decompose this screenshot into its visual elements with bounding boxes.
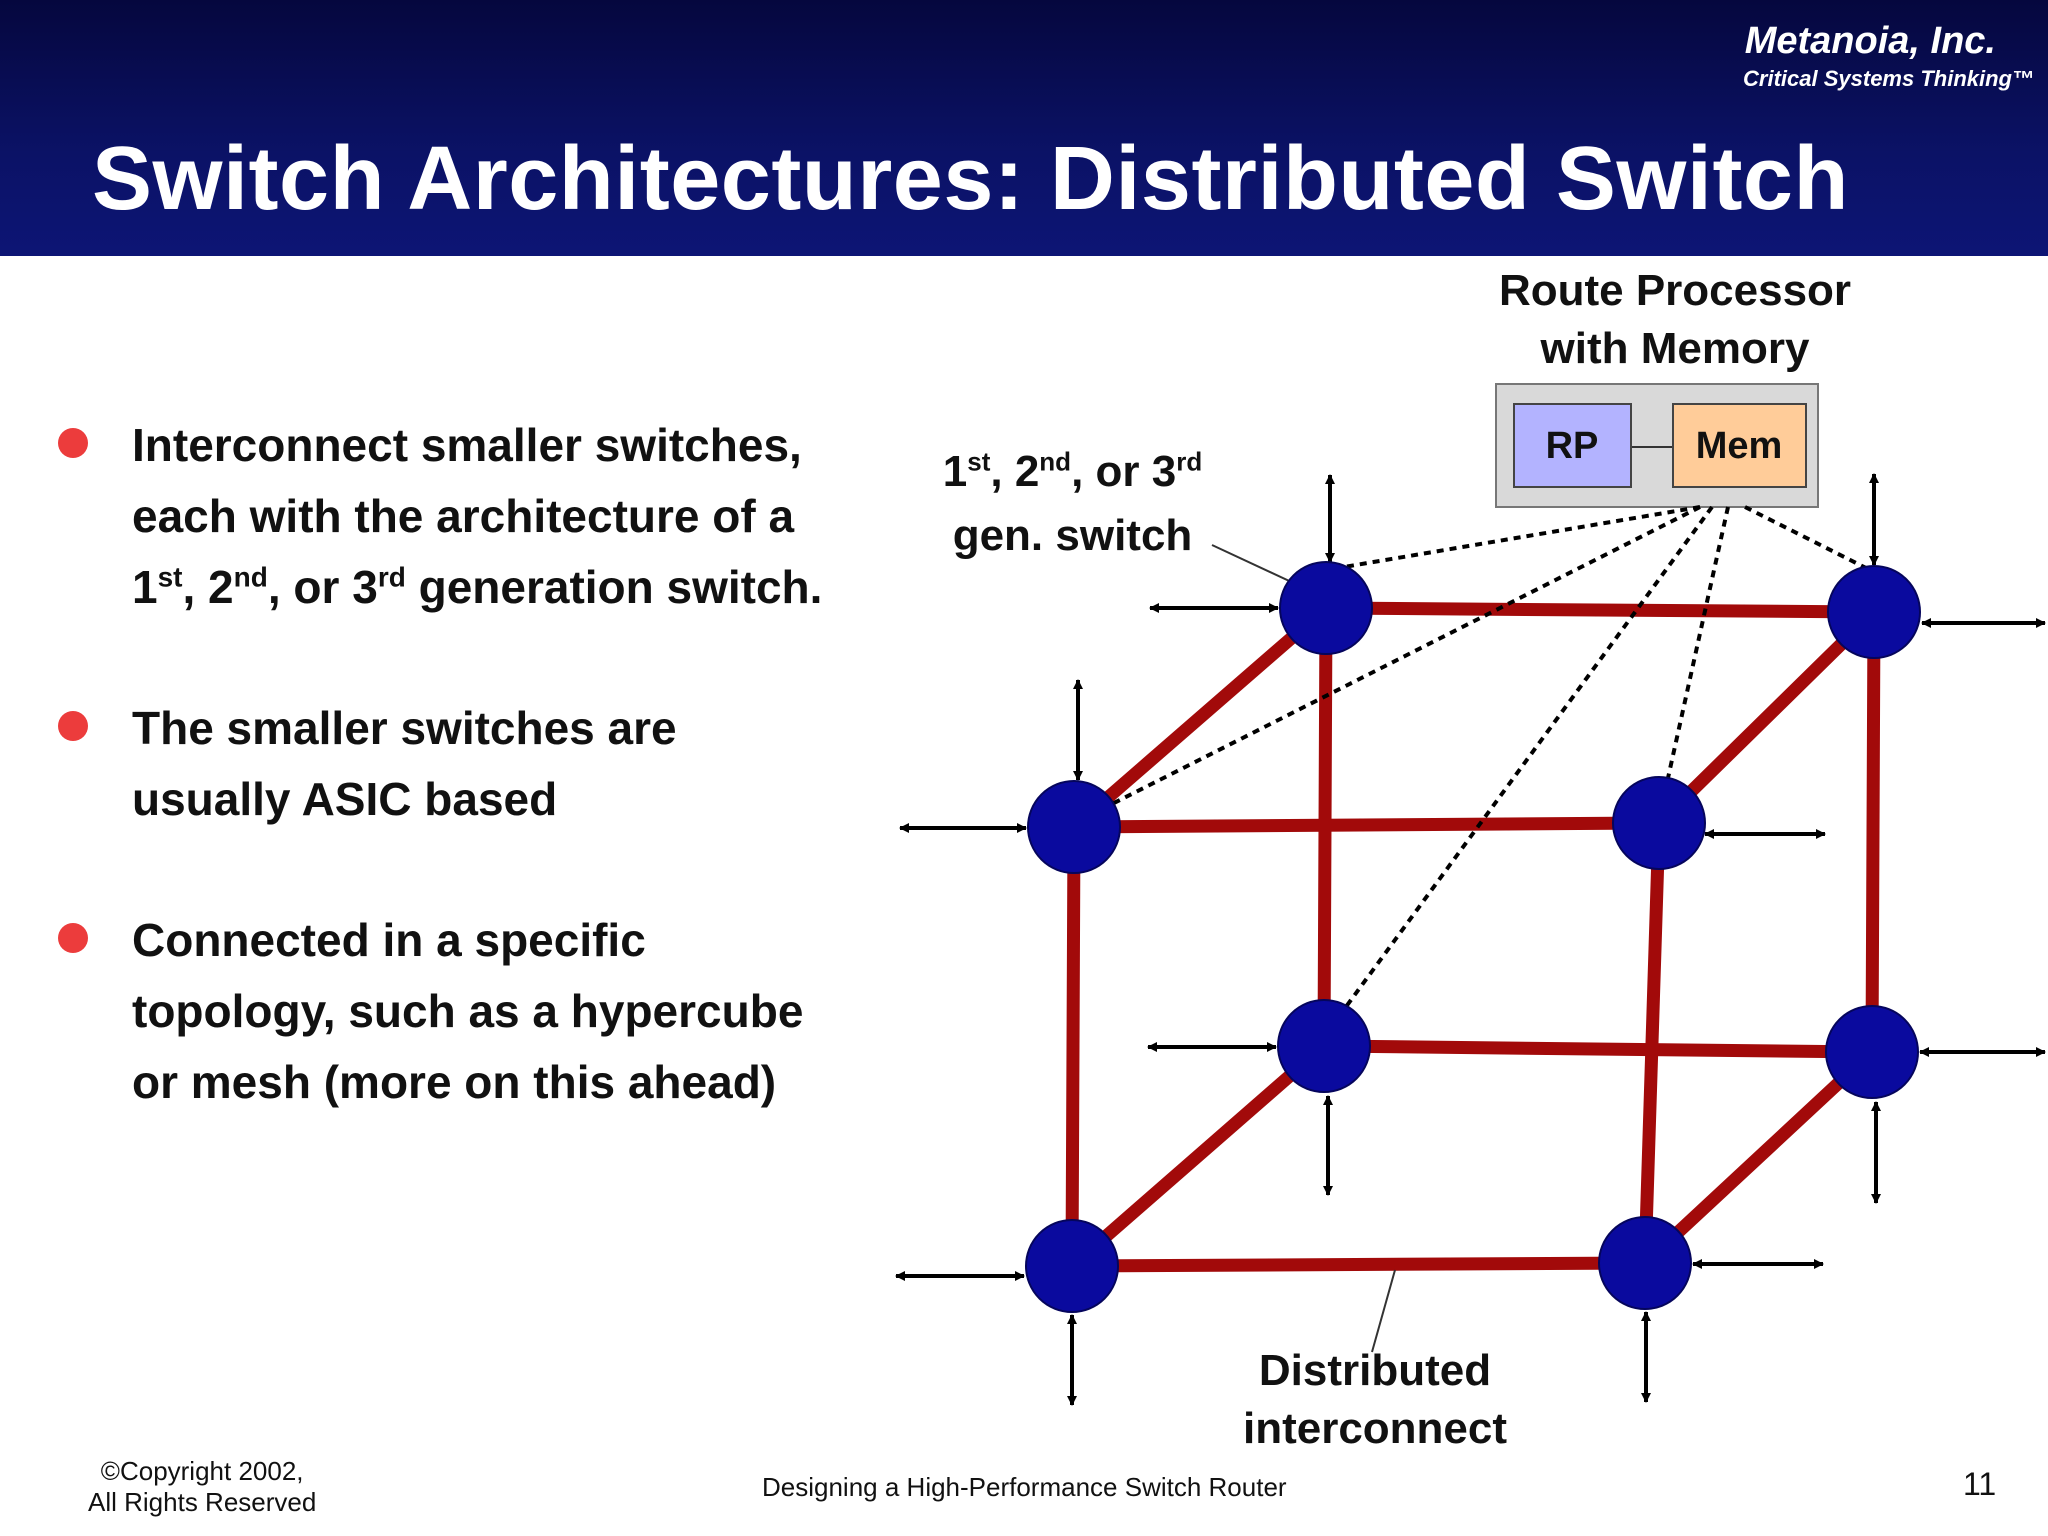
switch-node [1277,999,1371,1093]
copyright-line: All Rights Reserved [88,1487,317,1517]
slide-title: Switch Architectures: Distributed Switch [92,129,1849,229]
rp-label: RP [1546,425,1599,467]
link [1638,816,1666,1270]
bullet-item: Interconnect smaller switches, each with … [56,410,916,623]
switch-label: 1st, 2nd, or 3rd gen. switch [900,440,1245,568]
rp-box [1513,403,1632,488]
footer-title: Designing a High-Performance Switch Rout… [762,1472,1287,1502]
superscript: rd [1176,446,1203,477]
link [1638,1045,1879,1270]
interconnect-callout-line [1371,1269,1396,1353]
io-arrows [895,473,2046,1406]
switch-label-line: 1st, 2nd, or 3rd [942,446,1203,496]
switch-callout-line [1211,544,1301,587]
mem-box [1672,403,1807,488]
title-bar: Metanoia, Inc. Critical Systems Thinking… [0,0,2048,256]
bullet-dot-icon [58,428,88,458]
control-line [1325,505,1701,572]
company-tagline: Critical Systems Thinking™ [1743,66,2034,91]
bullet-line: topology, such as a hypercube [132,985,804,1037]
cube-links [1065,601,1881,1273]
bullet-line: usually ASIC based [132,773,558,825]
switch-node [1279,561,1373,655]
bullet-line: Connected in a specific [132,914,646,966]
route-processor-title-line: Route Processor [1498,266,1852,315]
interconnect-label: Distributed interconnect [1170,1342,1580,1458]
route-processor-title-line: with Memory [1540,324,1810,373]
bullet-text: Interconnect smaller switches, each with … [132,410,916,623]
superscript: st [967,446,991,477]
copyright: ©Copyright 2002, All Rights Reserved [88,1456,316,1518]
bullet-item: Connected in a specific topology, such as… [56,905,916,1118]
bullet-text: The smaller switches are usually ASIC bas… [132,693,916,835]
link [1865,605,1881,1059]
switch-node [1027,780,1121,874]
switch-nodes [1025,561,1921,1313]
page-number: 11 [1963,1466,1997,1502]
superscript: st [157,561,183,593]
control-line [1744,505,1875,574]
switch-node [1025,1219,1119,1313]
control-line [1109,505,1701,807]
route-processor-title: Route Processor with Memory [1450,262,1900,378]
bullet-line: 1st, 2nd, or 3rd generation switch. [132,561,823,613]
link [1065,820,1081,1273]
superscript: nd [1039,446,1072,477]
bullet-line: or mesh (more on this ahead) [132,1056,777,1108]
superscript: nd [233,561,268,593]
link [1065,1039,1331,1273]
bullet-line: each with the architecture of a [132,490,795,542]
route-processor: RP Mem [1495,383,1819,508]
switch-node [1825,1005,1919,1099]
switch-node [1827,565,1921,659]
interconnect-label-line: interconnect [1242,1404,1508,1453]
bullet-dot-icon [58,711,88,741]
mem-label: Mem [1696,425,1783,467]
bullet-line: The smaller switches are [132,702,677,754]
copyright-line: ©Copyright 2002, [100,1456,304,1486]
link [1317,1039,1879,1059]
switch-node [1598,1216,1692,1310]
link [1652,605,1881,830]
bullet-line: Interconnect smaller switches, [132,419,802,471]
superscript: rd [377,561,406,593]
bullet-text: Connected in a specific topology, such as… [132,905,916,1118]
control-line [1338,505,1714,1017]
link [1067,601,1333,834]
link [1065,1256,1652,1273]
link [1067,816,1666,834]
control-line [1664,506,1730,788]
interconnect-label-line: Distributed [1258,1346,1492,1395]
bullet-dot-icon [58,923,88,953]
rp-control-lines [1109,505,1875,1017]
bullet-item: The smaller switches are usually ASIC bas… [56,693,916,835]
bullet-list: Interconnect smaller switches, each with … [56,410,916,1188]
company-name: Metanoia, Inc. [1744,20,1996,62]
switch-label-line: gen. switch [952,511,1193,560]
link [1319,601,1881,619]
link [1317,601,1333,1053]
switch-node [1612,776,1706,870]
